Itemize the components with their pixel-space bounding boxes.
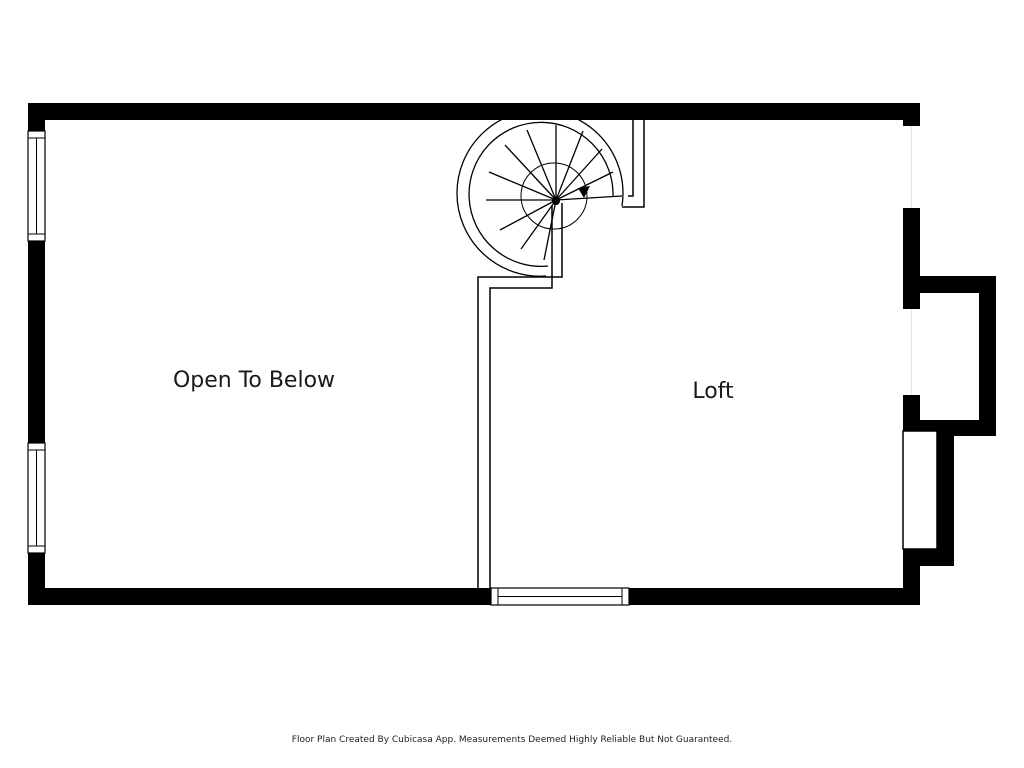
window-left-lower (27, 442, 46, 554)
window-bay (902, 430, 938, 550)
window-left-upper (27, 130, 46, 242)
interior-partition (477, 203, 563, 588)
wall-bottom (28, 588, 920, 605)
window-bumpout (903, 309, 920, 395)
room-label-open-to-below: Open To Below (173, 368, 335, 393)
window-right-top (903, 126, 920, 208)
wall-top (28, 103, 920, 120)
bay-bottom (903, 549, 954, 566)
bumpout-right (979, 276, 996, 436)
arrow-icon (578, 186, 590, 198)
bay-vertical (937, 420, 954, 566)
exterior-walls (28, 103, 996, 605)
windows (27, 126, 938, 606)
room-label-loft: Loft (692, 379, 734, 404)
spiral-staircase-icon (456, 109, 624, 277)
window-bottom (490, 587, 630, 606)
stair-rail-wall (622, 120, 645, 208)
partition-outer (477, 203, 563, 588)
wall-right-middle (903, 395, 920, 431)
footer-disclaimer: Floor Plan Created By Cubicasa App. Meas… (291, 735, 733, 745)
partition-inner (489, 205, 553, 588)
bumpout-top (903, 276, 996, 293)
